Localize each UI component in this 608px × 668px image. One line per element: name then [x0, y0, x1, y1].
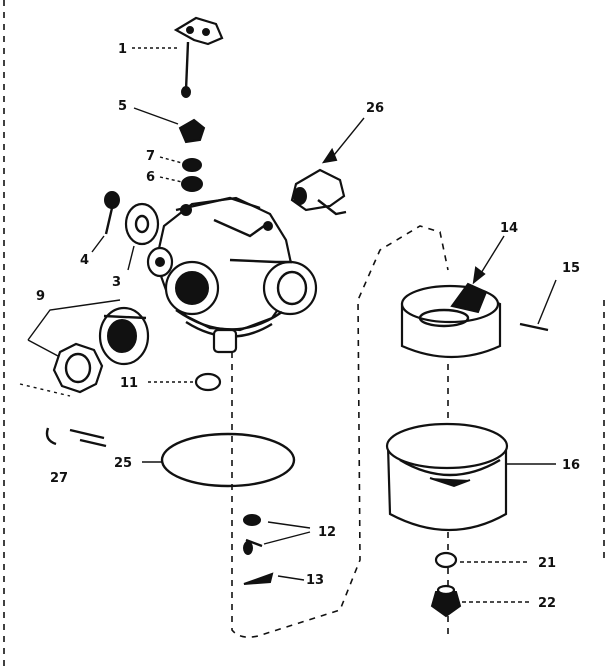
leader-15 — [537, 279, 557, 325]
label-13: 13 — [306, 573, 324, 588]
part-14-float — [400, 282, 502, 359]
part-6-spring — [181, 176, 203, 192]
throat-right-bore — [276, 270, 308, 306]
label-1: 1 — [118, 42, 127, 57]
leader-3 — [127, 245, 135, 271]
part-5-screw — [178, 118, 206, 144]
label-16: 16 — [562, 458, 580, 473]
part-7-washer — [182, 158, 202, 172]
arrow-14 — [472, 266, 486, 285]
leader-13 — [277, 575, 305, 581]
label-5: 5 — [118, 99, 127, 114]
label-12: 12 — [318, 525, 336, 540]
part-13-spring — [243, 572, 274, 585]
part-1-shaft — [173, 16, 224, 98]
label-21: 21 — [538, 556, 556, 571]
label-14: 14 — [500, 221, 518, 236]
carburetor-throat-right — [262, 260, 318, 316]
leader-9b — [27, 339, 59, 357]
label-3: 3 — [112, 275, 121, 290]
leader-6 — [159, 176, 183, 183]
label-6: 6 — [146, 170, 155, 185]
label-11: 11 — [120, 376, 138, 391]
label-9: 9 — [36, 289, 45, 304]
label-25: 25 — [114, 456, 132, 471]
assembly-guide-main — [231, 225, 449, 638]
part-21-washer — [434, 551, 458, 569]
part-16-float-bowl — [385, 422, 509, 532]
part-3-disc — [124, 202, 160, 246]
leader-12a — [267, 521, 311, 529]
leader-5 — [133, 107, 179, 125]
part-27-clip — [19, 383, 107, 448]
label-4: 4 — [80, 253, 89, 268]
label-26: 26 — [366, 101, 384, 116]
part-9-adaptor — [98, 306, 150, 366]
part-22-bowl-nut — [430, 584, 462, 618]
leader-9 — [27, 299, 121, 341]
carburetor-body — [146, 196, 318, 354]
throat-left-bore — [175, 271, 209, 305]
part-11-needle — [194, 372, 222, 392]
label-15: 15 — [562, 261, 580, 276]
part-26-inlet-fitting — [290, 168, 347, 216]
part-15-pin — [519, 322, 549, 332]
part-4-plug — [104, 191, 120, 235]
part-9-gasket — [52, 342, 104, 394]
label-22: 22 — [538, 596, 556, 611]
leader-26 — [329, 117, 365, 161]
label-7: 7 — [146, 149, 155, 164]
leader-4 — [91, 235, 105, 253]
leader-12b — [263, 531, 311, 545]
arrow-26 — [321, 147, 338, 164]
label-27: 27 — [50, 471, 68, 486]
leader-7 — [159, 156, 183, 164]
leader-14 — [477, 235, 505, 279]
part-25-gasket-ring — [160, 432, 296, 488]
part-12-pins — [243, 514, 263, 555]
part-3-disc-center — [134, 214, 150, 234]
